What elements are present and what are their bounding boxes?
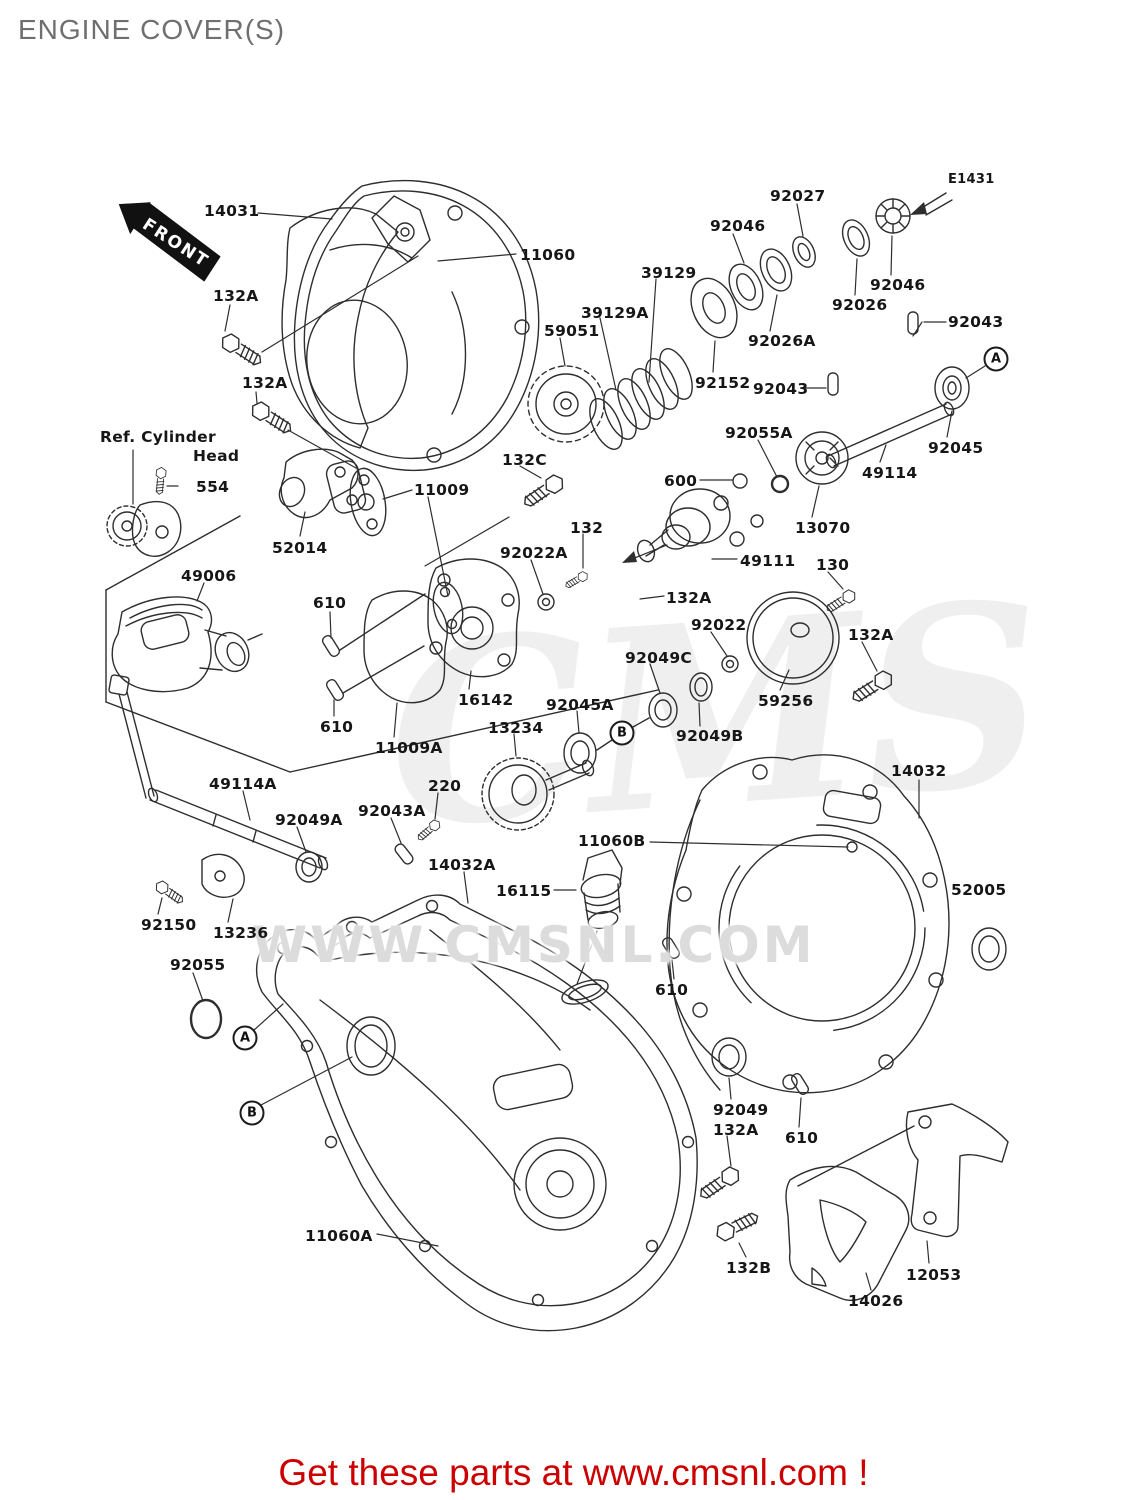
part-label: 92152 bbox=[695, 374, 751, 392]
part-label: 132C bbox=[502, 451, 547, 469]
part-label: 59051 bbox=[544, 322, 600, 340]
part-label: 554 bbox=[196, 478, 230, 496]
part-label: 92150 bbox=[141, 916, 197, 934]
part-label: 132 bbox=[570, 519, 604, 537]
footer: Get these parts at www.cmsnl.com ! bbox=[0, 1452, 1147, 1494]
part-label: 92049C bbox=[625, 649, 693, 667]
part-label: 14031 bbox=[204, 202, 260, 220]
part-label: 132A bbox=[213, 287, 259, 305]
footer-link[interactable]: Get these parts at www.cmsnl.com ! bbox=[278, 1452, 869, 1493]
part-label: 39129A bbox=[581, 304, 649, 322]
shift-shaft-art bbox=[147, 787, 443, 907]
part-label: 14032 bbox=[891, 762, 947, 780]
part-label: 132B bbox=[726, 1259, 772, 1277]
part-label: 92046 bbox=[710, 217, 766, 235]
water-pump-art bbox=[105, 448, 659, 799]
part-label: 11060 bbox=[520, 246, 576, 264]
part-label: 49006 bbox=[181, 567, 237, 585]
part-label: 132A bbox=[848, 626, 894, 644]
part-label: 92022A bbox=[500, 544, 568, 562]
part-label: Ref. Cylinder bbox=[100, 428, 216, 446]
marker-a: A bbox=[232, 1025, 258, 1051]
gear-train-art bbox=[481, 672, 713, 831]
part-label: 92027 bbox=[770, 187, 826, 205]
part-label: 92055 bbox=[170, 956, 226, 974]
part-label: Head bbox=[193, 447, 240, 465]
part-label: E1431 bbox=[948, 172, 995, 187]
part-label: 49114 bbox=[862, 464, 918, 482]
leader-lines bbox=[132, 203, 986, 1291]
part-label: 132A bbox=[666, 589, 712, 607]
oil-pump-art bbox=[537, 311, 970, 707]
part-label: 14026 bbox=[848, 1292, 904, 1310]
part-label: 92049A bbox=[275, 811, 343, 829]
part-label: 52014 bbox=[272, 539, 328, 557]
marker-a: A bbox=[983, 346, 1009, 372]
part-label: 92043 bbox=[948, 313, 1004, 331]
part-label: 49114A bbox=[209, 775, 277, 793]
part-label: 13236 bbox=[213, 924, 269, 942]
part-label: 132A bbox=[242, 374, 288, 392]
part-label: 132A bbox=[713, 1121, 759, 1139]
part-label: 12053 bbox=[906, 1266, 962, 1284]
watermark-url: WWW.CMSNL.COM bbox=[252, 916, 816, 974]
part-label: 92046 bbox=[870, 276, 926, 294]
part-label: 92055A bbox=[725, 424, 793, 442]
part-label: 92049B bbox=[676, 727, 744, 745]
part-label: 220 bbox=[428, 777, 462, 795]
part-label: 11009 bbox=[414, 481, 470, 499]
part-label: 11060A bbox=[305, 1227, 373, 1245]
right-cover-art bbox=[660, 754, 1007, 1097]
part-label: 92043A bbox=[358, 802, 426, 820]
left-cover-art bbox=[217, 179, 540, 472]
part-label: 130 bbox=[816, 556, 850, 574]
part-label: 16142 bbox=[458, 691, 514, 709]
page-title: ENGINE COVER(S) bbox=[18, 14, 286, 45]
part-label: 610 bbox=[655, 981, 689, 999]
part-label: 49111 bbox=[740, 552, 796, 570]
part-label: 92043 bbox=[753, 380, 809, 398]
part-label: 13234 bbox=[488, 719, 544, 737]
part-label: 610 bbox=[785, 1129, 819, 1147]
part-label: 92045A bbox=[546, 696, 614, 714]
bracket-art bbox=[695, 1103, 1009, 1302]
part-label: 13070 bbox=[795, 519, 851, 537]
part-label: 610 bbox=[313, 594, 347, 612]
part-label: 39129 bbox=[641, 264, 697, 282]
marker-b: B bbox=[609, 720, 635, 746]
part-label: 600 bbox=[664, 472, 698, 490]
part-label: 92026A bbox=[748, 332, 816, 350]
part-label: 16115 bbox=[496, 882, 552, 900]
part-label: 610 bbox=[320, 718, 354, 736]
part-label: 11009A bbox=[375, 739, 443, 757]
marker-b: B bbox=[239, 1100, 265, 1126]
part-label: 11060B bbox=[578, 832, 646, 850]
part-label: 52005 bbox=[951, 881, 1007, 899]
part-label: 59256 bbox=[758, 692, 814, 710]
part-label: 92049 bbox=[713, 1101, 769, 1119]
bottom-cover-art bbox=[189, 849, 698, 1332]
part-label: 92026 bbox=[832, 296, 888, 314]
part-label: 92045 bbox=[928, 439, 984, 457]
part-label: 14032A bbox=[428, 856, 496, 874]
part-label: 92022 bbox=[691, 616, 747, 634]
